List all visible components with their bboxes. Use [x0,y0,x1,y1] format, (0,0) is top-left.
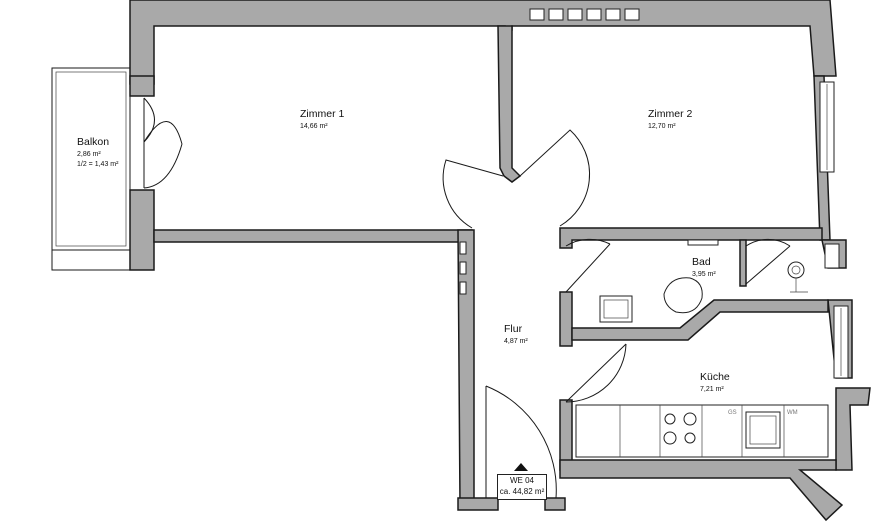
flur-vents [459,241,467,295]
room-name: Zimmer 1 [300,108,345,120]
dishwasher-label: GS [728,410,737,416]
room-zimmer-2: Zimmer 2 12,70 m² [648,108,692,130]
room-area: 2,86 m² [77,151,101,158]
room-zimmer-1: Zimmer 1 14,66 m² [300,108,344,130]
cooktop [663,412,697,445]
unit-id: WE 04 [509,476,534,485]
room-name: Balkon [77,136,110,148]
unit-stamp: WE 04 ca. 44,82 m² [497,474,547,500]
room-area: 12,70 m² [648,123,676,130]
unit-total-area: ca. 44,82 m² [499,487,545,496]
room-area: 14,66 m² [300,123,328,130]
room-name: Bad [692,256,711,268]
room-flur: Flur 4,87 m² [504,323,528,345]
balcony-outline [51,67,131,271]
doors [143,97,791,499]
room-area: 7,21 m² [700,386,724,393]
room-balkon: Balkon 2,86 m² 1/2 = 1,43 m² [77,136,118,168]
bathroom-fixtures [599,239,808,323]
room-area: 4,87 m² [504,338,528,345]
room-name: Flur [504,323,523,335]
entrance-arrow [514,463,528,471]
room-bad: Bad 3,95 m² [692,256,716,278]
washing-machine-label: WM [787,410,798,416]
room-kueche: Küche 7,21 m² [700,371,730,393]
chimney-vents [529,8,640,21]
room-name: Zimmer 2 [648,108,693,120]
windows [819,81,849,379]
room-note: 1/2 = 1,43 m² [77,161,119,168]
room-area: 3,95 m² [692,271,716,278]
room-name: Küche [700,371,730,383]
kitchen-counter [575,404,829,458]
